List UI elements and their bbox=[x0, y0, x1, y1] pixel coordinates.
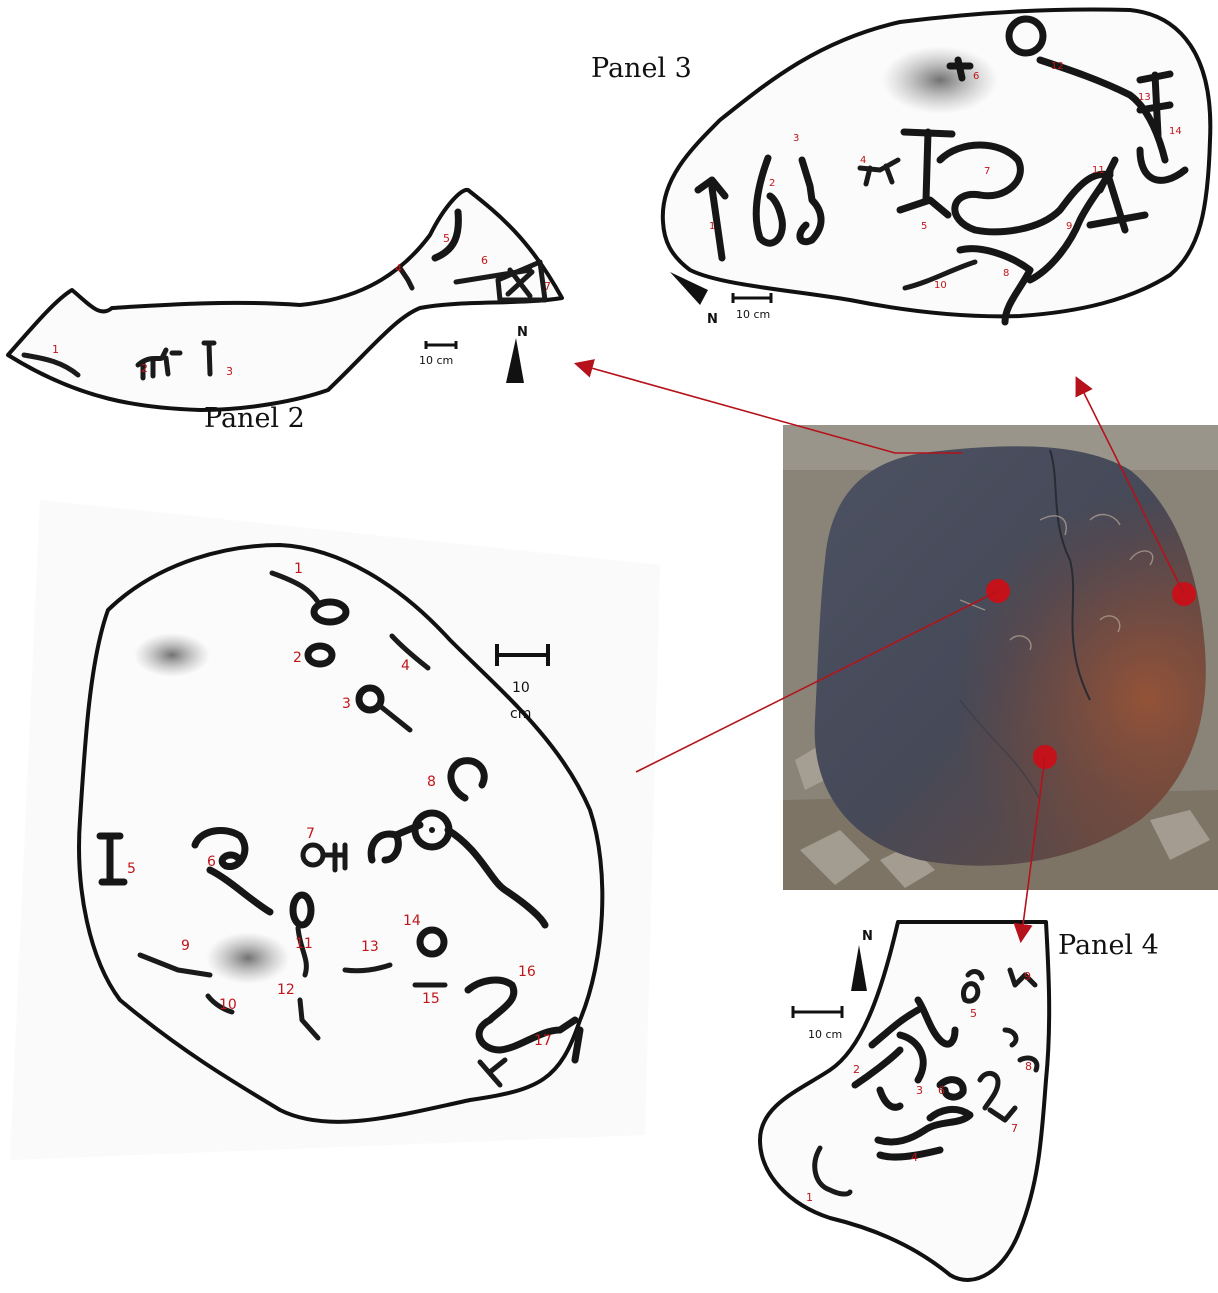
panel-1: 1 2 3 4 5 6 7 8 9 10 11 12 13 14 15 16 1… bbox=[10, 500, 660, 1160]
panel-1-dark-patch-1 bbox=[134, 633, 210, 677]
panel-3-number-3: 3 bbox=[793, 133, 799, 144]
panel-3-number-9: 9 bbox=[1066, 221, 1072, 232]
panel-3-number-12: 12 bbox=[1051, 61, 1064, 72]
panel-1-number-2: 2 bbox=[293, 650, 302, 666]
panel-1-number-12: 12 bbox=[277, 982, 295, 998]
panel-1-number-17: 17 bbox=[534, 1033, 552, 1049]
panel-4-scale-bar-icon: 10 cm bbox=[793, 1006, 842, 1041]
panel-3-scale-label: 10 cm bbox=[736, 308, 770, 321]
panel-4-number-3: 3 bbox=[916, 1084, 923, 1097]
panel-3-number-2: 2 bbox=[769, 178, 775, 189]
panel-3-title: Panel 3 bbox=[591, 53, 692, 84]
panel-2-number-2: 2 bbox=[141, 362, 148, 375]
panel-1-number-10: 10 bbox=[219, 997, 237, 1013]
panel-4-number-4: 4 bbox=[911, 1151, 918, 1164]
panel-3-number-8: 8 bbox=[1003, 268, 1009, 279]
panel-4-north-arrow-icon: N bbox=[851, 929, 873, 991]
panel-2: 1 2 3 4 5 6 7 10 cm N Panel 2 bbox=[8, 190, 562, 434]
panel-3-number-6: 6 bbox=[973, 71, 979, 82]
panel-2-number-5: 5 bbox=[443, 232, 450, 245]
panel-2-number-4: 4 bbox=[395, 262, 402, 275]
panel-3-dark-patch bbox=[882, 46, 998, 114]
panel-4-number-1: 1 bbox=[806, 1191, 813, 1204]
panel-4-number-6: 6 bbox=[938, 1084, 945, 1097]
panel-2-scale-label: 10 cm bbox=[419, 354, 453, 367]
panel-3-number-7: 7 bbox=[984, 166, 990, 177]
panel-1-scale-value: 10 bbox=[512, 680, 530, 696]
panel-2-north-label: N bbox=[517, 325, 528, 340]
panel-1-number-9: 9 bbox=[181, 938, 190, 954]
panel-4-number-9: 9 bbox=[1024, 970, 1031, 983]
panel-1-number-1: 1 bbox=[294, 561, 303, 577]
panel-4-number-8: 8 bbox=[1025, 1060, 1032, 1073]
boulder-photo bbox=[783, 425, 1218, 890]
panel-3: Panel 3 1 2 3 4 5 6 7 bbox=[591, 10, 1210, 328]
panel-4: Panel 4 1 2 3 4 5 6 7 8 9 N bbox=[760, 922, 1159, 1280]
panel-2-number-1: 1 bbox=[52, 343, 59, 356]
panel-1-number-11: 11 bbox=[295, 936, 313, 952]
panel-1-number-7: 7 bbox=[306, 826, 315, 842]
panel-3-number-4: 4 bbox=[860, 155, 866, 166]
panel-3-number-14: 14 bbox=[1169, 126, 1182, 137]
panel-1-number-4: 4 bbox=[401, 658, 410, 674]
panel-3-number-13: 13 bbox=[1138, 92, 1151, 103]
panel-3-number-1: 1 bbox=[709, 221, 715, 232]
panel-1-number-6: 6 bbox=[207, 854, 216, 870]
panel-1-number-15: 15 bbox=[422, 991, 440, 1007]
panel-4-rock-outline bbox=[760, 922, 1049, 1280]
panel-2-title: Panel 2 bbox=[204, 403, 305, 434]
panel-1-scale-unit: cm bbox=[510, 706, 531, 722]
panel-4-number-5: 5 bbox=[970, 1007, 977, 1020]
panel-4-number-7: 7 bbox=[1011, 1122, 1018, 1135]
panel-1-dark-patch-2 bbox=[206, 932, 290, 984]
panel-3-north-arrow-icon: N bbox=[670, 272, 718, 327]
panel-4-north-label: N bbox=[862, 929, 873, 944]
panel-1-number-13: 13 bbox=[361, 939, 379, 955]
panel-3-scale-bar-icon: 10 cm bbox=[733, 293, 771, 321]
panel-2-number-6: 6 bbox=[481, 254, 488, 267]
panel-4-title: Panel 4 bbox=[1058, 930, 1159, 961]
panel-1-number-5: 5 bbox=[127, 861, 136, 877]
panel-1-number-16: 16 bbox=[518, 964, 536, 980]
panel-2-number-3: 3 bbox=[226, 365, 233, 378]
panel-1-number-3: 3 bbox=[342, 696, 351, 712]
panel-1-number-14: 14 bbox=[403, 913, 421, 929]
panel-2-number-7: 7 bbox=[544, 280, 551, 293]
panel-4-scale-label: 10 cm bbox=[808, 1028, 842, 1041]
panel-3-number-5: 5 bbox=[921, 221, 927, 232]
panel-2-scale-bar-icon: 10 cm bbox=[419, 341, 456, 367]
panel-2-rock-outline bbox=[8, 190, 562, 410]
panel-2-north-arrow-icon: N bbox=[506, 325, 528, 383]
panel-1-number-8: 8 bbox=[427, 774, 436, 790]
panel-4-number-2: 2 bbox=[853, 1063, 860, 1076]
panel-3-north-label: N bbox=[707, 312, 718, 327]
panel-3-number-10: 10 bbox=[934, 280, 947, 291]
panel-3-number-11: 11 bbox=[1092, 165, 1105, 176]
